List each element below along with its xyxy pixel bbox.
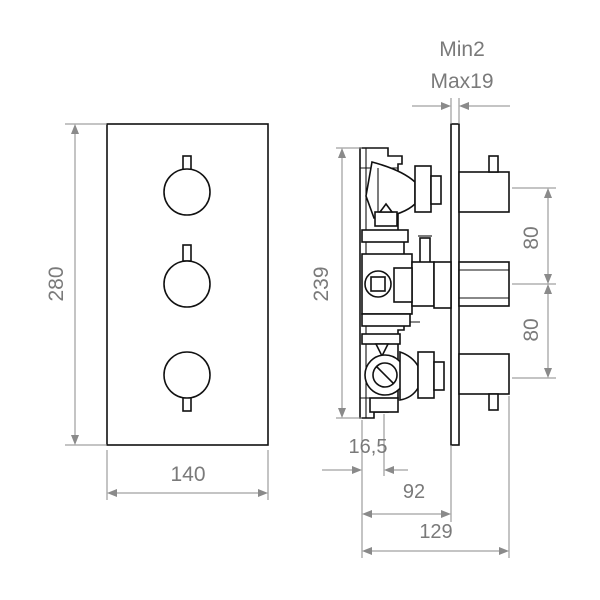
dim-depth-b-label: 92 [403,481,425,503]
dim-side-height [336,147,362,419]
dim-handle-spacing [512,187,556,379]
dim-front-width-label: 140 [170,463,205,486]
dim-depth-a-label: 16,5 [349,436,388,458]
dim-front-height-label: 280 [45,266,68,301]
dim-depths [322,396,510,558]
dim-front-height [65,123,107,446]
dim-front-width [106,450,269,500]
side-top-cartridge [361,202,432,269]
side-wall-plate [450,123,460,446]
side-handle-bottom [458,353,510,411]
side-bottom-connector [361,333,445,413]
dim-spacing-upper-label: 80 [520,226,543,249]
dim-side-height-label: 239 [310,266,333,301]
side-handle-top [458,155,510,213]
front-knob-top [163,155,211,216]
front-knob-middle [163,244,211,308]
dim-spacing-lower-label: 80 [520,318,543,341]
side-handle-middle [458,261,510,307]
side-middle-valve [361,253,452,327]
front-view [106,123,269,446]
dim-depth-c-label: 129 [419,521,452,543]
front-knob-bottom [163,351,211,412]
dim-wall-thickness [412,98,510,124]
dim-wall-max-label: Max19 [430,70,493,93]
front-plate [106,123,269,446]
side-top-connector [365,161,442,219]
dim-wall-min-label: Min2 [439,38,485,61]
side-view [359,123,510,446]
